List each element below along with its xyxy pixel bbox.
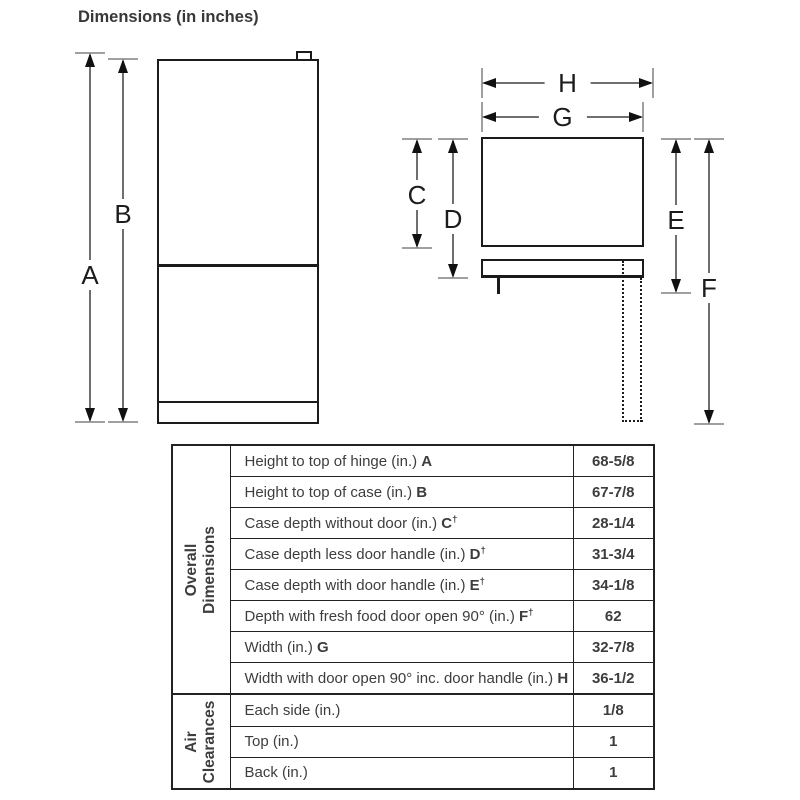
dimension-line <box>122 61 124 420</box>
tick-mark <box>438 277 468 279</box>
arrowhead-right-icon <box>639 78 653 88</box>
open-door-dotted-bottom <box>622 420 643 422</box>
tick-mark <box>652 68 654 98</box>
table-row: Case depth with door handle (in.) E† 34-… <box>172 569 655 602</box>
row-value: 32-7/8 <box>572 631 655 664</box>
dim-label-E: E <box>661 205 691 235</box>
tick-mark <box>75 421 105 423</box>
arrowhead-up-icon <box>671 139 681 153</box>
tick-mark <box>402 247 432 249</box>
table-row: Top (in.) 1 <box>172 725 655 758</box>
arrowhead-down-icon <box>448 264 458 278</box>
door-handle-mark <box>497 278 500 294</box>
dimensions-table: Overall Dimensions Height to top of hing… <box>171 444 655 790</box>
open-door-dotted-left <box>622 261 624 422</box>
tick-mark <box>661 292 691 294</box>
row-desc: Each side (in.) <box>229 693 574 727</box>
dim-label-F: F <box>695 273 723 303</box>
row-desc: Back (in.) <box>229 756 574 790</box>
row-value: 28-1/4 <box>572 507 655 540</box>
dim-label-G: G <box>538 103 587 131</box>
row-value: 67-7/8 <box>572 476 655 509</box>
case-outline <box>481 137 644 247</box>
arrowhead-up-icon <box>704 139 714 153</box>
arrowhead-up-icon <box>448 139 458 153</box>
tick-mark <box>694 423 724 425</box>
row-desc: Width with door open 90° inc. door handl… <box>229 662 574 695</box>
arrowhead-down-icon <box>85 408 95 422</box>
dim-label-D: D <box>437 204 469 234</box>
row-value: 62 <box>572 600 655 633</box>
dim-label-C: C <box>401 180 433 210</box>
arrowhead-up-icon <box>118 59 128 73</box>
table-row: Case depth without door (in.) C† 28-1/4 <box>172 507 655 540</box>
group-air-clearances: Air Clearances <box>171 693 231 790</box>
arrowhead-down-icon <box>118 408 128 422</box>
group-label: Air Clearances <box>183 700 219 784</box>
door-outline <box>481 259 644 278</box>
freezer-door-divider-line <box>158 264 318 267</box>
table-row: Air Clearances Each side (in.) 1/8 <box>171 693 655 790</box>
fridge-body-outline <box>157 59 319 424</box>
row-value: 68-5/8 <box>572 444 655 478</box>
row-value: 34-1/8 <box>572 569 655 602</box>
group-overall-dimensions: Overall Dimensions <box>171 444 231 695</box>
row-desc: Height to top of hinge (in.) A <box>229 444 574 478</box>
table-row: Height to top of case (in.) B 67-7/8 <box>172 476 655 509</box>
arrowhead-down-icon <box>412 234 422 248</box>
row-desc: Width (in.) G <box>229 631 574 664</box>
open-door-dotted-right <box>640 278 642 422</box>
dim-label-B: B <box>108 199 138 229</box>
table-row: Case depth less door handle (in.) D† 31-… <box>172 538 655 571</box>
dimension-line <box>89 55 91 420</box>
row-desc: Top (in.) <box>229 725 574 758</box>
arrowhead-right-icon <box>629 112 643 122</box>
table-row: Depth with fresh food door open 90° (in.… <box>172 600 655 633</box>
tick-mark <box>642 102 644 132</box>
row-desc: Case depth less door handle (in.) D† <box>229 538 574 571</box>
page-title: Dimensions (in inches) <box>78 8 259 26</box>
row-value: 1 <box>572 756 655 790</box>
tick-mark <box>108 421 138 423</box>
top-hinge <box>296 51 312 61</box>
arrowhead-up-icon <box>412 139 422 153</box>
table-row: Width with door open 90° inc. door handl… <box>172 662 655 695</box>
row-value: 1/8 <box>572 693 655 727</box>
row-value: 36-1/2 <box>572 662 655 695</box>
dim-label-A: A <box>75 260 105 290</box>
row-desc: Depth with fresh food door open 90° (in.… <box>229 600 574 633</box>
dim-label-H: H <box>544 69 591 97</box>
table-row: Overall Dimensions Height to top of hing… <box>171 444 655 695</box>
table-row: Back (in.) 1 <box>172 756 655 790</box>
row-desc: Case depth without door (in.) C† <box>229 507 574 540</box>
arrowhead-down-icon <box>671 279 681 293</box>
group-label: Overall Dimensions <box>183 525 219 614</box>
arrowhead-down-icon <box>704 410 714 424</box>
arrowhead-left-icon <box>482 78 496 88</box>
row-value: 1 <box>572 725 655 758</box>
row-desc: Case depth with door handle (in.) E† <box>229 569 574 602</box>
arrowhead-up-icon <box>85 53 95 67</box>
arrowhead-left-icon <box>482 112 496 122</box>
row-desc: Height to top of case (in.) B <box>229 476 574 509</box>
kickplate-line <box>158 401 318 403</box>
table-row: Width (in.) G 32-7/8 <box>172 631 655 664</box>
row-value: 31-3/4 <box>572 538 655 571</box>
